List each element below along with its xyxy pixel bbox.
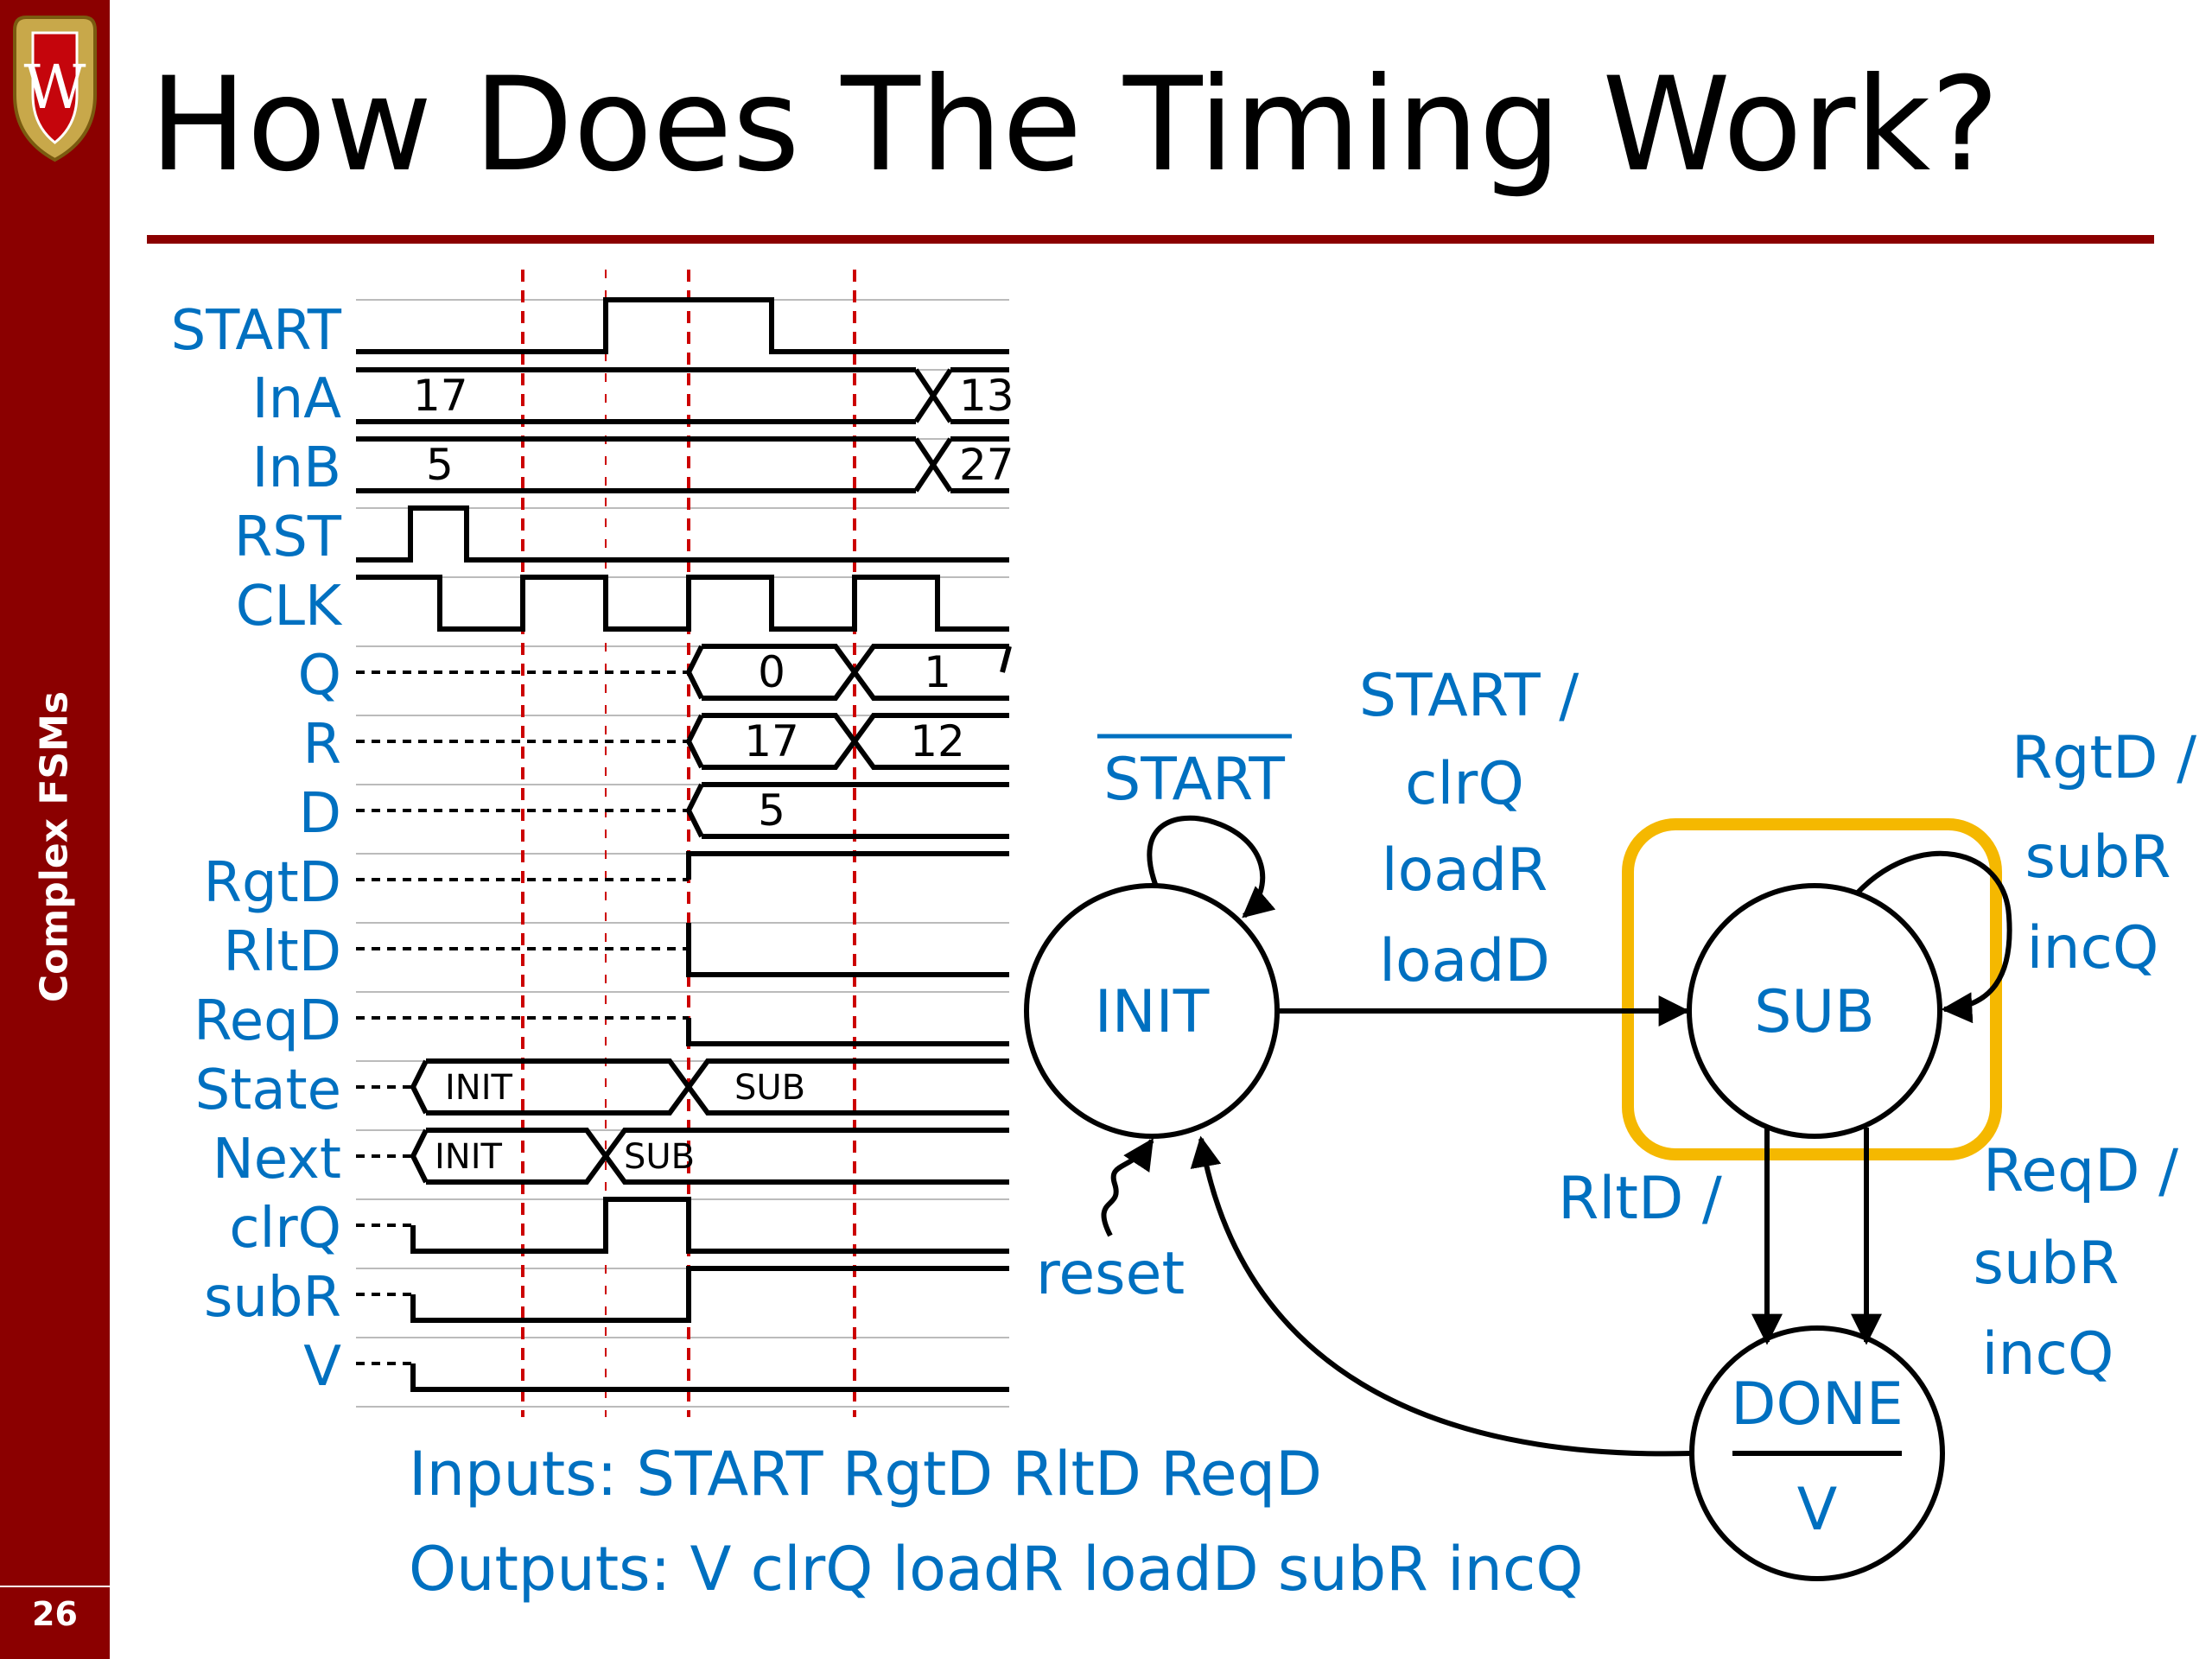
inputs-list: Inputs: START RgtD RltD ReqD — [409, 1439, 1322, 1510]
waveform-inb — [356, 436, 1009, 493]
waveform-subr — [410, 1266, 1009, 1323]
signal-label-rst: RST — [234, 505, 342, 569]
init-to-sub-label-2: clrQ — [1405, 750, 1524, 818]
crest-letter: W — [24, 52, 86, 123]
signal-label-inb: InB — [252, 436, 341, 500]
signal-label-next: Next — [213, 1128, 341, 1192]
r-value-0: 17 — [744, 716, 799, 766]
sub-self-loop-label-2: subR — [2025, 823, 2171, 892]
waveform-ina — [356, 367, 1009, 424]
signal-label-clk: CLK — [236, 575, 343, 639]
waveform-q — [685, 644, 1012, 701]
undefined-segments — [356, 671, 689, 1365]
waveform-start — [356, 297, 1009, 354]
waveform-clrq — [410, 1197, 1009, 1254]
signal-label-rgtd: RgtD — [204, 851, 341, 915]
state-done-label: DONE — [1731, 1370, 1904, 1439]
ina-value-before: 17 — [413, 371, 468, 421]
waveform-clk — [356, 575, 1009, 632]
waveform-v — [410, 1363, 1009, 1392]
signal-label-reqd: ReqD — [194, 989, 341, 1053]
signal-label-rltd: RltD — [223, 920, 341, 984]
init-self-loop-label: START — [1103, 746, 1285, 814]
signal-label-d: D — [299, 782, 341, 846]
sub-highlight-box — [1622, 818, 2002, 1160]
sidebar: W Complex FSMs 26 — [0, 0, 110, 1659]
state-value-1: SUB — [734, 1068, 805, 1108]
next-value-1: SUB — [624, 1137, 695, 1177]
sidebar-divider — [0, 1586, 110, 1587]
title-divider — [147, 235, 2154, 244]
waveform-d — [685, 782, 1009, 839]
outputs-list: Outputs: V clrQ loadR loadD subR incQ — [409, 1534, 1583, 1605]
reset-arrow — [1101, 1137, 1154, 1237]
waveform-reqd — [686, 1018, 1009, 1046]
ina-value-after: 13 — [959, 371, 1014, 421]
reset-label: reset — [1036, 1240, 1185, 1308]
sub-self-loop — [1855, 850, 2012, 1024]
sub-self-loop-label-1: RgtD / — [2012, 724, 2196, 792]
signal-labels: START InA InB RST CLK Q R D RgtD RltD Re… — [171, 299, 343, 1399]
r-value-1: 12 — [910, 716, 965, 766]
signal-label-r: R — [303, 713, 341, 777]
sub-to-done-left-label: RltD / — [1558, 1165, 1722, 1233]
signal-label-clrq: clrQ — [229, 1197, 341, 1261]
done-to-init-arrow — [1190, 1135, 1693, 1457]
state-value-0: INIT — [445, 1068, 513, 1108]
bus-values: 17 13 5 27 0 1 17 12 5 INIT SUB INIT SUB — [413, 371, 1014, 1177]
waveform-rltd — [686, 923, 1009, 977]
sub-to-done-right-label-1: ReqD / — [1983, 1137, 2178, 1205]
waveform-rst — [356, 505, 1009, 563]
waveform-next — [410, 1128, 1009, 1185]
init-to-sub-label-4: loadD — [1379, 927, 1550, 995]
state-done-output: V — [1797, 1476, 1838, 1544]
d-value: 5 — [758, 785, 785, 836]
state-init-label: INIT — [1095, 978, 1210, 1046]
state-sub-label: SUB — [1754, 978, 1875, 1046]
q-value-0: 0 — [758, 647, 785, 697]
init-self-loop — [1147, 815, 1276, 918]
signal-label-subr: subR — [204, 1266, 341, 1330]
state-machine: INIT SUB DONE V START START / clrQ loadR… — [1024, 662, 2196, 1581]
page-number: 26 — [32, 1595, 78, 1633]
signal-label-start: START — [171, 299, 342, 363]
sub-self-loop-label-3: incQ — [2027, 914, 2159, 982]
waveform-state — [410, 1058, 1009, 1116]
init-to-sub-label-3: loadR — [1382, 836, 1548, 905]
timing-diagram: START InA InB RST CLK Q R D RgtD RltD Re… — [171, 270, 1014, 1417]
signal-label-v: V — [303, 1335, 341, 1399]
inb-value-before: 5 — [426, 440, 454, 490]
next-value-0: INIT — [435, 1137, 503, 1177]
waveform-r — [685, 713, 1009, 770]
waveform-rgtd — [686, 851, 1009, 880]
university-crest-logo: W — [13, 16, 97, 162]
sub-to-done-right-label-3: incQ — [1982, 1320, 2114, 1389]
signal-label-state: State — [195, 1058, 341, 1122]
sub-to-done-right-label-2: subR — [1974, 1230, 2120, 1298]
signal-label-ina: InA — [252, 367, 341, 431]
page-title: How Does The Timing Work? — [149, 50, 1999, 200]
signal-label-q: Q — [298, 644, 341, 708]
q-value-1: 1 — [924, 647, 951, 697]
init-to-sub-label-1: START / — [1359, 662, 1579, 730]
inb-value-after: 27 — [959, 440, 1014, 490]
